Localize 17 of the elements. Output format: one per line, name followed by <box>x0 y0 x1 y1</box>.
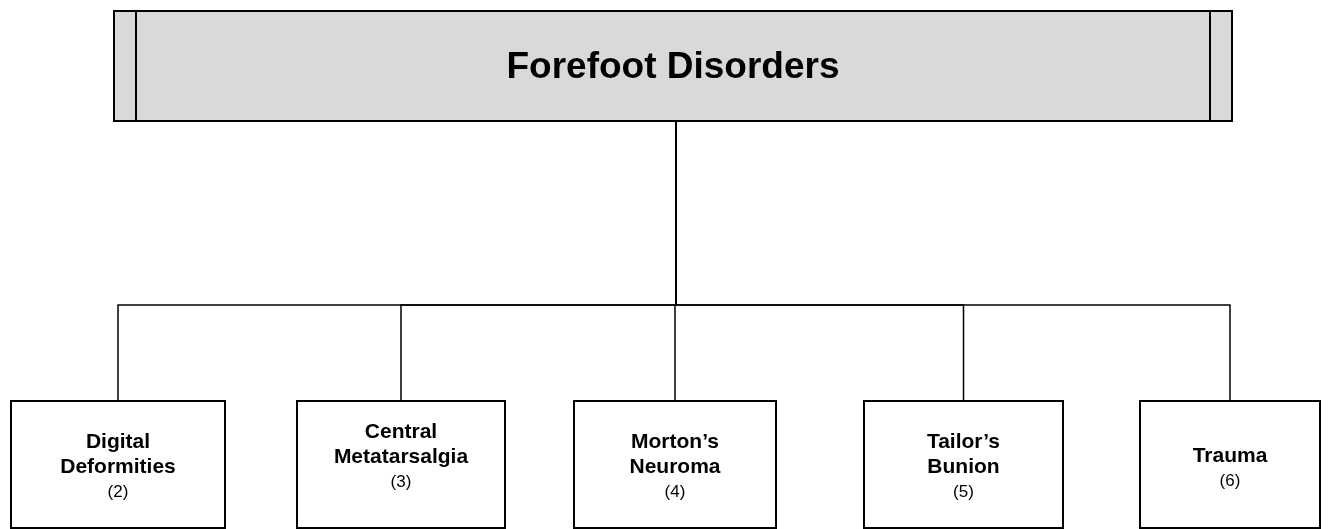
box-heading: Forefoot Disorders <box>506 45 840 87</box>
title-box <box>113 10 1233 122</box>
reference-number: (5) <box>953 482 974 503</box>
category-name: Trauma <box>1192 442 1268 468</box>
category-name: Central Metatarsalgia <box>332 418 470 469</box>
category-name: Tailor’s Bunion <box>925 428 1002 479</box>
category-name: Morton’s Neuroma <box>628 428 722 479</box>
category-box <box>296 400 506 529</box>
reference-number: (2) <box>107 482 129 503</box>
category-box <box>573 400 777 529</box>
reference-number: (6) <box>1219 471 1241 492</box>
category-box <box>1139 400 1321 529</box>
category-name: Digital Deformities <box>59 428 177 479</box>
reference-number: (4) <box>664 482 686 503</box>
reference-number: (3) <box>390 472 412 493</box>
category-box <box>10 400 226 529</box>
category-box <box>863 400 1064 529</box>
